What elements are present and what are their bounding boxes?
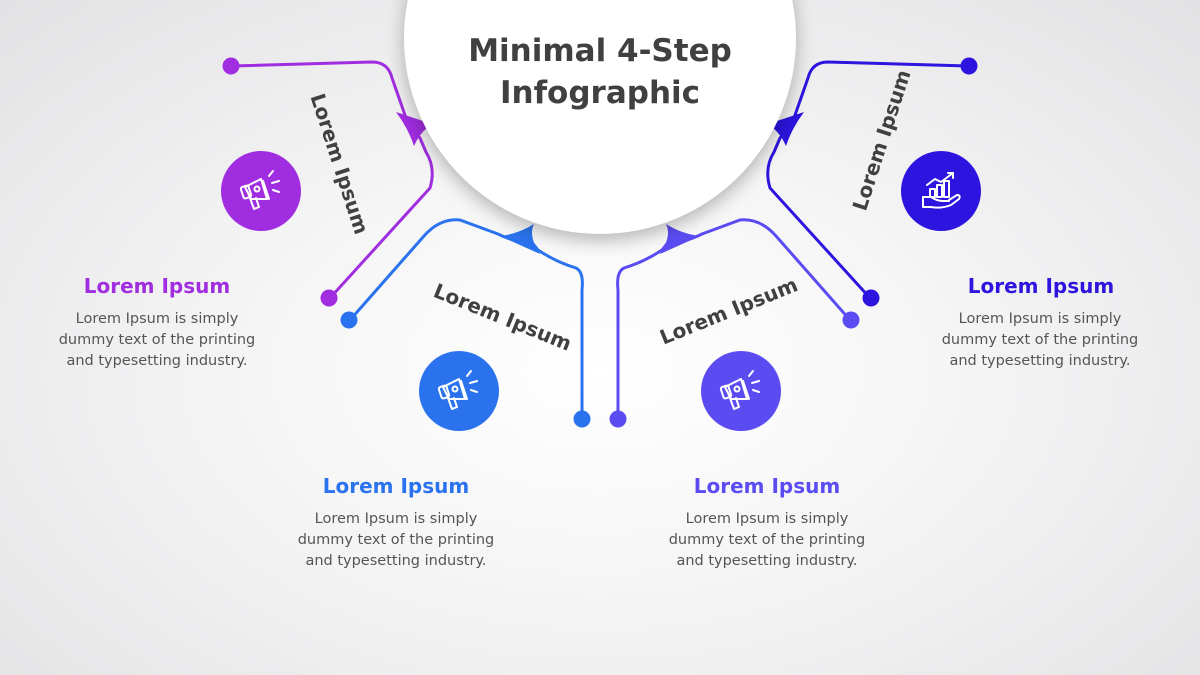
connector-dot-3b bbox=[842, 311, 860, 329]
step-2-desc-line-1: Lorem Ipsum is simply bbox=[314, 511, 478, 527]
step-1-heading: Lorem Ipsum bbox=[83, 274, 231, 298]
step-4-desc-line-2: dummy text of the printing bbox=[941, 332, 1139, 348]
connector-dot-1b bbox=[320, 289, 338, 307]
page-title: Minimal 4-Step Infographic bbox=[430, 30, 770, 114]
megaphone-icon bbox=[437, 370, 478, 410]
connector-joint-1 bbox=[396, 112, 432, 146]
step-3-desc-line-3: and typesetting industry. bbox=[676, 553, 858, 569]
step-4-desc-line-1: Lorem Ipsum is simply bbox=[958, 311, 1122, 327]
step-1-desc-line-1: Lorem Ipsum is simply bbox=[75, 311, 239, 327]
step-3-description: Lorem Ipsum is simply dummy text of the … bbox=[652, 509, 882, 572]
connector-joint-4 bbox=[768, 112, 804, 146]
connector-dot-1a bbox=[222, 57, 240, 75]
step-2-desc-line-3: and typesetting industry. bbox=[305, 553, 487, 569]
step-4-heading: Lorem Ipsum bbox=[967, 274, 1115, 298]
title-line-2: Infographic bbox=[499, 75, 701, 111]
connector-step-3 bbox=[609, 218, 860, 428]
step-1-icon-badge bbox=[221, 151, 301, 231]
connector-dot-4b bbox=[862, 289, 880, 307]
step-1-description: Lorem Ipsum is simply dummy text of the … bbox=[42, 309, 272, 372]
connector-step-2 bbox=[340, 218, 591, 428]
step-3-desc-line-1: Lorem Ipsum is simply bbox=[685, 511, 849, 527]
connector-joint-3 bbox=[660, 224, 700, 254]
megaphone-icon bbox=[239, 170, 280, 210]
megaphone-icon bbox=[719, 370, 760, 410]
step-1-desc-line-2: dummy text of the printing bbox=[58, 332, 256, 348]
step-3-icon-badge bbox=[701, 351, 781, 431]
step-1-desc-line-3: and typesetting industry. bbox=[66, 353, 248, 369]
connector-dot-3a bbox=[609, 410, 627, 428]
connector-joint-2 bbox=[500, 224, 540, 254]
connector-dot-2b bbox=[573, 410, 591, 428]
step-3-desc-line-2: dummy text of the printing bbox=[668, 532, 866, 548]
hand-growth-chart-icon bbox=[922, 172, 961, 209]
step-4-desc-line-3: and typesetting industry. bbox=[949, 353, 1131, 369]
connector-dot-4a bbox=[960, 57, 978, 75]
step-2-desc-line-2: dummy text of the printing bbox=[297, 532, 495, 548]
step-2-icon-badge bbox=[419, 351, 499, 431]
step-2-heading: Lorem Ipsum bbox=[322, 474, 470, 498]
connector-step-1 bbox=[222, 57, 434, 307]
step-2-description: Lorem Ipsum is simply dummy text of the … bbox=[281, 509, 511, 572]
connector-step-4 bbox=[766, 57, 978, 307]
step-3-heading: Lorem Ipsum bbox=[693, 474, 841, 498]
title-line-1: Minimal 4-Step bbox=[468, 33, 732, 69]
step-4-description: Lorem Ipsum is simply dummy text of the … bbox=[925, 309, 1155, 372]
step-4-icon-badge bbox=[901, 151, 981, 231]
connector-dot-2a bbox=[340, 311, 358, 329]
